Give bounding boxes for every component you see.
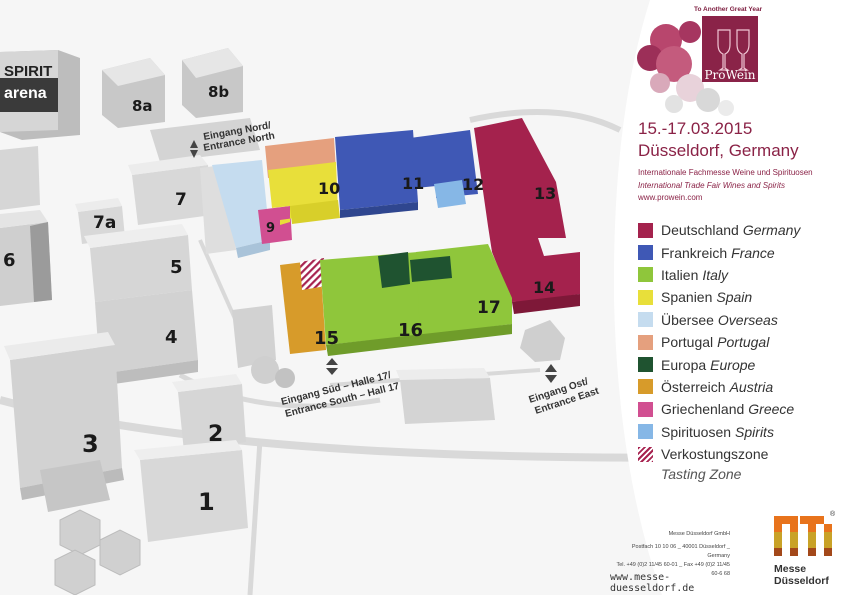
hall-label-16: 16	[398, 320, 423, 341]
organizer-address: Messe Düsseldorf GmbH Postfach 10 10 06 …	[616, 531, 730, 577]
block-west	[0, 146, 40, 210]
tasting-zone	[300, 258, 326, 290]
subtitle-en: International Trade Fair Wines and Spiri…	[638, 181, 785, 190]
messe-duesseldorf-logo: ® Messe Düsseldorf	[760, 500, 842, 595]
arena-label-1: SPIRIT	[4, 63, 52, 80]
hall-label-7: 7	[175, 190, 187, 210]
legend-swatch-hatched	[638, 446, 653, 462]
hall-labels: 8a 8b 7 7a 6 5 4 3 2 1 9 10 11 12 13 14 …	[3, 63, 556, 516]
east-pavilion	[520, 320, 565, 362]
hall-label-2: 2	[208, 422, 223, 447]
hall-label-12: 12	[462, 175, 484, 194]
hall-3	[4, 332, 124, 512]
hall-8a	[102, 58, 165, 128]
hall-label-17: 15	[314, 328, 339, 349]
hall-5	[84, 224, 192, 302]
hall-label-14: 14	[533, 278, 555, 297]
legend-swatch	[638, 334, 653, 350]
hall-1	[134, 440, 248, 542]
building-south	[396, 368, 495, 424]
arrow-up-icon	[545, 364, 557, 372]
arrow-down-icon	[545, 375, 557, 383]
hall-label-7a: 7a	[93, 213, 116, 233]
legend-swatch	[638, 357, 653, 373]
hall-7	[128, 155, 212, 225]
arena-label-2: arena	[4, 85, 47, 102]
hall-label-13: 13	[534, 184, 556, 203]
connector-north	[150, 118, 260, 162]
organizer-website[interactable]: www.messe-duesseldorf.de	[610, 572, 695, 594]
grey-halls	[0, 48, 565, 595]
colored-halls	[212, 118, 580, 356]
info-panel: ProWein To Another Great Year 15.-17.03.…	[610, 0, 842, 595]
hall-label-5: 5	[170, 257, 183, 278]
legend-tasting-en: Tasting Zone	[661, 466, 742, 482]
arrow-down-icon	[326, 368, 338, 375]
event-date-range: 15.-17.03.2015	[638, 119, 753, 138]
legend-swatch	[638, 267, 653, 283]
hall-label-6: 6	[3, 250, 16, 271]
svg-text:®: ®	[830, 510, 836, 518]
legend-swatch	[638, 289, 653, 305]
arrow-down-icon	[190, 150, 198, 158]
hexagon-pavilion	[54, 509, 141, 595]
event-dates: 15.-17.03.2015 Düsseldorf, Germany	[638, 118, 799, 162]
hall-label-4: 4	[165, 327, 178, 348]
legend-swatch	[638, 245, 653, 261]
legend-swatch	[638, 379, 653, 395]
hall-17-annex	[232, 305, 295, 388]
prowein-logo: ProWein	[630, 8, 790, 116]
zone-overseas	[212, 160, 270, 248]
panel-background	[613, 0, 842, 595]
brand-tagline: To Another Great Year	[694, 6, 763, 13]
subtitle-de: Internationale Fachmesse Weine und Spiri…	[638, 168, 813, 177]
hall-label-8b: 8b	[208, 83, 229, 101]
hall-8b	[182, 48, 243, 118]
legend-swatch	[638, 222, 653, 238]
arrow-up-icon	[190, 140, 198, 148]
zone-spirits	[434, 180, 466, 208]
event-city: Düsseldorf, Germany	[638, 141, 799, 160]
hall-arena	[0, 50, 80, 140]
entrance-south[interactable]: Eingang Süd – Halle 17/ Entrance South –…	[280, 358, 401, 420]
hall-label-3: 3	[82, 430, 99, 458]
hall-13	[474, 118, 580, 302]
event-website[interactable]: www.prowein.com	[638, 193, 703, 202]
zone-europe-2	[410, 256, 452, 282]
legend-item: Verkostungszone	[638, 443, 800, 465]
hall-label-11: 11	[402, 174, 424, 193]
legend-swatch	[638, 312, 653, 328]
hall-label-10: 10	[318, 179, 340, 198]
hall-6	[0, 210, 52, 306]
hall-label-1: 1	[198, 488, 215, 516]
hall-label-9: 9	[266, 221, 275, 236]
hall-4	[95, 290, 198, 386]
brand-name: ProWein	[704, 68, 756, 82]
legend-swatch	[638, 401, 653, 417]
hall-label-8a: 8a	[132, 97, 153, 115]
hall-label-15: 17	[477, 298, 501, 318]
hall-9	[258, 206, 292, 244]
zone-europe-1	[378, 252, 410, 288]
hall-11	[335, 130, 418, 210]
arrow-up-icon	[326, 358, 338, 365]
hall-2	[172, 374, 246, 452]
legend-swatch	[638, 424, 653, 440]
